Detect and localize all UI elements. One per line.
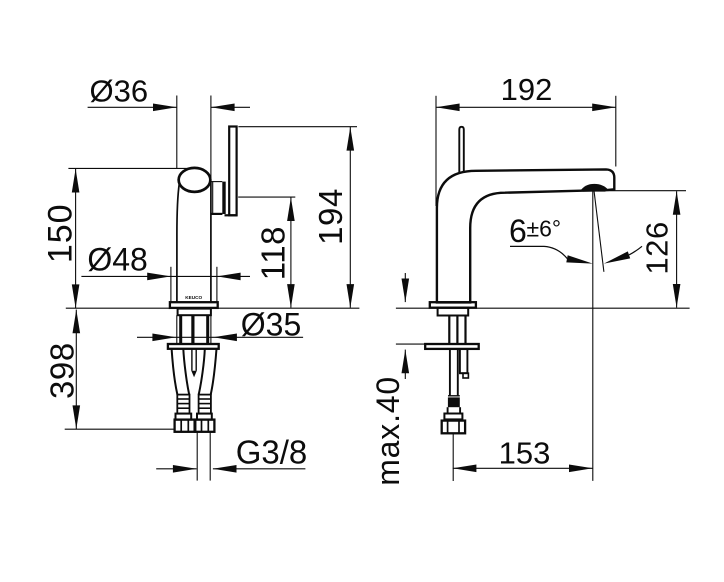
svg-text:G3/8: G3/8 [236, 434, 308, 471]
svg-text:194: 194 [312, 188, 349, 245]
svg-text:153: 153 [499, 436, 551, 471]
svg-text:Ø48: Ø48 [87, 241, 147, 277]
svg-text:118: 118 [254, 226, 291, 280]
svg-text:150: 150 [41, 203, 79, 263]
svg-text:192: 192 [501, 72, 553, 107]
svg-text:398: 398 [44, 342, 81, 399]
svg-text:max.40: max.40 [370, 376, 406, 486]
svg-text:126: 126 [639, 221, 674, 275]
svg-text:Ø36: Ø36 [89, 74, 148, 109]
svg-text:Ø35: Ø35 [241, 306, 301, 342]
svg-text:KEUCO: KEUCO [185, 295, 202, 300]
svg-text:6: 6 [509, 213, 527, 249]
svg-text:±6°: ±6° [527, 216, 562, 242]
